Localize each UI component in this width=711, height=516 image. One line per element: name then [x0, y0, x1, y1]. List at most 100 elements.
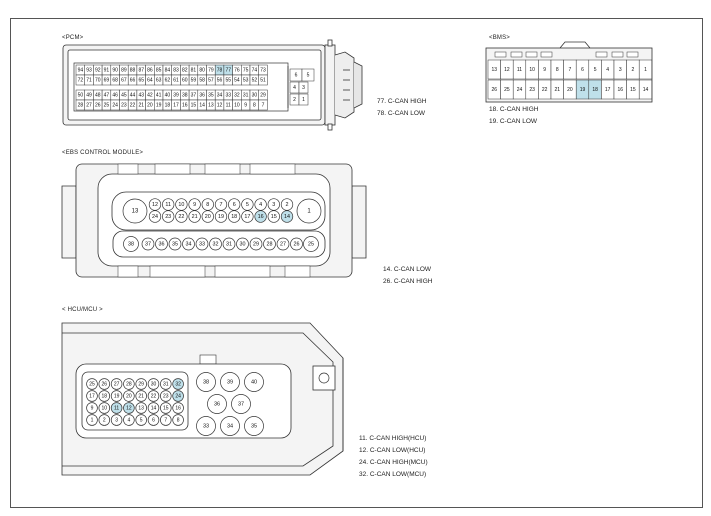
hcu-pin-30: [147, 378, 160, 390]
ebs-pin-label-4: 4: [259, 202, 262, 208]
bms-key-tab: [559, 41, 591, 49]
ebs-pin-label-21: 21: [192, 214, 198, 220]
pcm-pin-label-74: 74: [252, 67, 258, 73]
ebs-pin-18: [228, 210, 241, 223]
ebs-pin-33: [195, 237, 209, 251]
ebs-pin-30: [236, 237, 249, 251]
pcm-pin-label-88: 88: [130, 67, 136, 73]
hcu-pin-label-33: 33: [203, 423, 209, 429]
hcu-pin-15: [160, 402, 172, 414]
ebs-pin-label-19: 19: [218, 214, 224, 220]
pcm-pin-label-82: 82: [182, 67, 188, 73]
bms-pin-label-21: 21: [555, 87, 561, 93]
hcu-pin-32: [172, 378, 184, 390]
ebs-pin-label-33: 33: [199, 241, 205, 247]
bms-pin-label-8: 8: [556, 67, 559, 73]
ebs-pin-label-7: 7: [220, 202, 223, 208]
hcu-note-2: 12. C-CAN LOW(HCU): [359, 447, 426, 454]
ebs-pin-32: [209, 237, 222, 251]
hcu-pin-label-9: 9: [91, 405, 94, 411]
ebs-pin-21: [188, 210, 201, 223]
ebs-pin-notes: 14. C-CAN LOW 26. C-CAN HIGH: [383, 264, 432, 288]
ebs-pin-label-24: 24: [152, 214, 158, 220]
ebs-pin-3: [267, 198, 280, 211]
ebs-pin-label-37: 37: [145, 241, 151, 247]
hcu-pin-38: [196, 372, 216, 392]
pcm-pin-label-62: 62: [165, 77, 171, 83]
bms-pin-label-26: 26: [492, 87, 498, 93]
bms-note-1: 18. C-CAN HIGH: [489, 106, 539, 113]
bms-pin-label-20: 20: [567, 87, 573, 93]
pcm-pin-label-3: 3: [302, 85, 305, 91]
hcu-pin-label-38: 38: [203, 379, 209, 385]
pcm-pin-label-23: 23: [121, 102, 127, 108]
ebs-pin-16: [254, 210, 267, 223]
pcm-pin-label-46: 46: [112, 92, 118, 98]
pcm-pin-label-50: 50: [78, 92, 84, 98]
ebs-pin-label-31: 31: [226, 241, 232, 247]
pcm-pin-label-40: 40: [165, 92, 171, 98]
pcm-pin-label-53: 53: [243, 77, 249, 83]
pcm-pin-label-16: 16: [182, 102, 188, 108]
pcm-pin-label-87: 87: [138, 67, 144, 73]
pcm-pin-label-26: 26: [95, 102, 101, 108]
hcu-pin-label-23: 23: [163, 393, 169, 399]
hcu-pin-label-5: 5: [140, 417, 143, 423]
ebs-pin-6: [228, 198, 241, 211]
ebs-pin-label-12: 12: [152, 202, 158, 208]
hcu-pin-28: [123, 378, 135, 390]
hcu-pin-label-2: 2: [103, 417, 106, 423]
hcu-note-3: 24. C-CAN HIGH(MCU): [359, 459, 428, 466]
hcu-pin-23: [160, 390, 172, 402]
hcu-pin-11: [110, 402, 123, 414]
pcm-pin-label-33: 33: [225, 92, 231, 98]
ebs-pin-17: [241, 210, 254, 223]
ebs-rib-7: [284, 265, 311, 278]
hcu-pin-label-13: 13: [138, 405, 144, 411]
pcm-pin-label-24: 24: [112, 102, 118, 108]
ebs-pin-1: [296, 198, 322, 224]
hcu-pin-label-36: 36: [214, 401, 220, 407]
ebs-pin-label-27: 27: [280, 241, 286, 247]
ebs-pin-label-14: 14: [284, 214, 290, 220]
pcm-pin-label-84: 84: [165, 67, 171, 73]
pcm-pin-label-66: 66: [130, 77, 136, 83]
pcm-pin-label-29: 29: [260, 92, 266, 98]
hcu-pin-40: [244, 372, 264, 392]
pcm-pin-label-89: 89: [121, 67, 127, 73]
bms-pin-label-11: 11: [517, 67, 522, 73]
bms-pin-label-24: 24: [517, 87, 523, 93]
hcu-pin-13: [135, 402, 147, 414]
hcu-pin-label-21: 21: [138, 393, 144, 399]
ebs-pin-13: [122, 198, 148, 224]
bms-slot-0: [494, 51, 507, 58]
pcm-pin-label-69: 69: [104, 77, 110, 83]
bms-slot-1: [510, 51, 523, 58]
pcm-pin-label-28: 28: [78, 102, 84, 108]
bms-pin-label-9: 9: [543, 67, 546, 73]
ebs-pin-label-22: 22: [178, 214, 184, 220]
pcm-pin-label-64: 64: [147, 77, 153, 83]
pcm-pin-label-85: 85: [156, 67, 162, 73]
hcu-pin-label-6: 6: [152, 417, 155, 423]
pcm-pin-label-90: 90: [112, 67, 118, 73]
ebs-pin-2: [280, 198, 294, 211]
pcm-pin-label-12: 12: [217, 102, 223, 108]
bms-slot-2: [525, 51, 538, 58]
pcm-pin-label-7: 7: [262, 102, 265, 108]
hcu-pin-9: [86, 402, 98, 414]
hcu-pin-label-25: 25: [89, 381, 95, 387]
hcu-pin-5: [135, 414, 147, 426]
ebs-pin-28: [263, 237, 276, 251]
bms-pin-label-23: 23: [529, 87, 535, 93]
pcm-pin-label-77: 77: [225, 67, 231, 73]
bms-pin-label-3: 3: [619, 67, 622, 73]
hcu-pin-27: [110, 378, 123, 390]
ebs-pin-15: [267, 210, 280, 223]
ebs-pin-label-28: 28: [267, 241, 273, 247]
ebs-pin-26: [290, 237, 303, 251]
hcu-pin-8: [172, 414, 184, 426]
hcu-pin-label-40: 40: [251, 379, 257, 385]
ebs-pin-22: [175, 210, 188, 223]
pcm-pin-label-44: 44: [130, 92, 136, 98]
